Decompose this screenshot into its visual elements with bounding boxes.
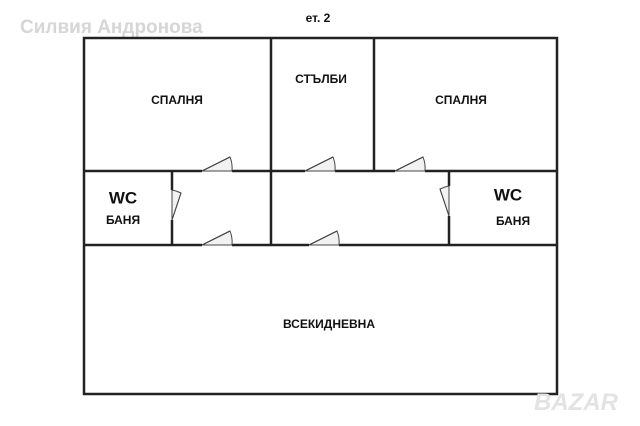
door-bath-right xyxy=(439,185,450,217)
outer-wall xyxy=(82,36,559,396)
room-label-bath-right: БАНЯ xyxy=(496,214,530,228)
door-living-right xyxy=(308,230,340,246)
room-label-wc-left: WC xyxy=(109,188,137,207)
room-label-stairs: СТЪЛБИ xyxy=(295,72,347,86)
door-stairs xyxy=(304,156,336,172)
door-bedroom-left xyxy=(201,156,233,172)
floor-label: ет. 2 xyxy=(306,11,331,25)
room-label-bath-left: БАНЯ xyxy=(106,213,140,227)
room-label-bedroom-right: СПАЛНЯ xyxy=(435,93,487,107)
room-label-wc-right: WC xyxy=(494,185,522,204)
door-bath-left xyxy=(171,189,182,221)
door-living-left xyxy=(201,230,233,246)
bazar-logo: BAZAR xyxy=(534,389,619,416)
room-label-living-room: ВСЕКИДНЕВНА xyxy=(283,317,375,331)
door-bedroom-right xyxy=(394,156,426,172)
watermark-text: Силвия Андронова xyxy=(20,17,203,38)
room-label-bedroom-left: СПАЛНЯ xyxy=(151,93,203,107)
